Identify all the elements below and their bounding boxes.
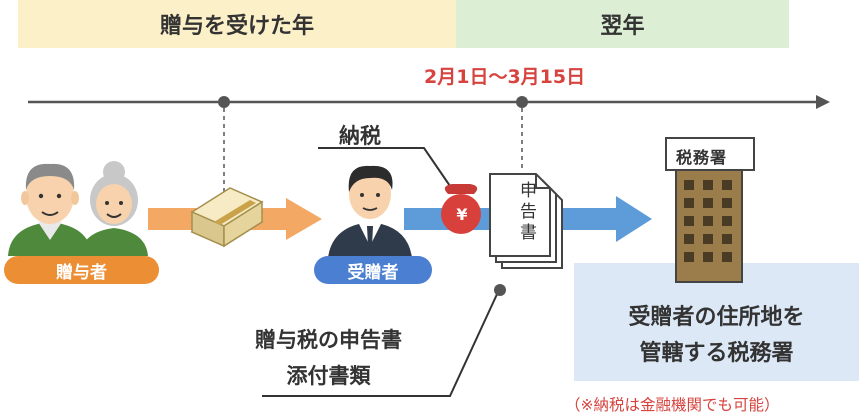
tax-office-building-icon — [665, 137, 755, 283]
office-description: 受贈者の住所地を 管轄する税務署 — [574, 300, 859, 372]
attachments-line2: 添付書類 — [286, 364, 371, 388]
elderly-woman-icon — [80, 161, 148, 256]
office-sign: 税務署 — [676, 148, 728, 167]
businessman-icon — [328, 165, 412, 258]
payment-note: （※納税は金融機関でも可能） — [565, 396, 780, 414]
deadline-label: 2月1日～3月15日 — [424, 66, 586, 88]
attachments-line1: 贈与税の申告書 — [255, 328, 402, 352]
docs-leader-line — [262, 284, 506, 397]
office-description-line2: 管轄する税務署 — [639, 341, 794, 366]
elderly-man-icon — [8, 163, 92, 256]
yen-symbol: ¥ — [456, 205, 468, 224]
document-label: 申告書 — [516, 181, 536, 244]
giver-badge: 贈与者 — [4, 256, 159, 284]
attachments-label: 贈与税の申告書 添付書類 — [255, 322, 402, 394]
band-year-of-gift: 贈与を受けた年 — [18, 0, 456, 48]
timeline-line — [28, 95, 830, 109]
tax-payment-label: 納税 — [339, 124, 381, 148]
band-following-year: 翌年 — [456, 0, 789, 48]
office-description-line1: 受贈者の住所地を — [628, 305, 805, 330]
document-icon — [489, 173, 563, 269]
recipient-badge: 受贈者 — [314, 256, 432, 284]
money-bundle-icon — [190, 187, 264, 248]
timeline-marker-gift — [218, 96, 230, 108]
money-bag-icon — [441, 184, 481, 234]
tax-leader-line — [318, 147, 451, 187]
timeline-marker-deadline — [516, 96, 528, 108]
